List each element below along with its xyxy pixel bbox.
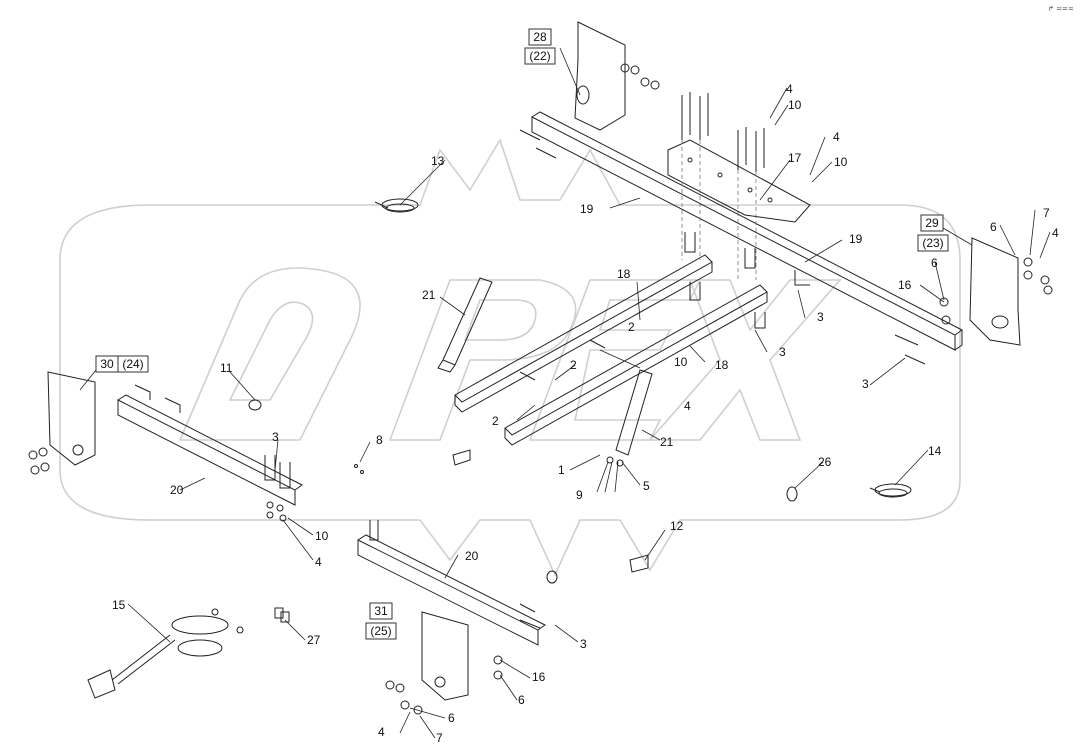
u-bolts (134, 129, 926, 629)
label-13: 13 (431, 154, 445, 168)
label-6-right-b: 6 (931, 256, 938, 270)
plate-31 (421, 611, 469, 701)
bracket-21-left (437, 277, 493, 373)
label-26: 26 (818, 455, 832, 469)
boxed-label-29: 29 (23) (917, 214, 949, 252)
hardware-washers (28, 63, 1053, 715)
boxed-label-28: 28 (22) (524, 28, 556, 65)
label-18-top: 18 (617, 267, 631, 281)
label-16-right: 16 (898, 278, 912, 292)
boxed-label-30: 30 (24) (95, 355, 149, 373)
cable-13 (374, 198, 419, 213)
label-28: 28 (533, 30, 547, 44)
bolts-group (681, 92, 765, 280)
label-10-mid: 10 (834, 155, 848, 169)
label-15: 15 (112, 598, 126, 612)
label-4-mid: 4 (833, 130, 840, 144)
ring-bottom (546, 570, 558, 584)
label-25: (25) (370, 624, 391, 638)
label-7-bottom: 7 (436, 731, 443, 745)
label-29: 29 (925, 216, 939, 230)
label-22: (22) (529, 49, 550, 63)
mounting-plate-17 (667, 139, 811, 223)
label-27: 27 (307, 633, 321, 647)
label-23: (23) (922, 236, 943, 250)
cable-14 (869, 483, 912, 498)
crossbar-18-a (454, 254, 713, 413)
label-18-bottom: 18 (715, 358, 729, 372)
part-27-a (274, 607, 284, 619)
ring-26 (786, 486, 798, 502)
label-30: 30 (100, 357, 114, 371)
label-6-right: 6 (990, 220, 997, 234)
leader-lines (79, 47, 1051, 739)
label-4-top: 4 (786, 82, 793, 96)
label-8: 8 (376, 433, 383, 447)
label-9: 9 (576, 488, 583, 502)
label-21-right: 21 (660, 435, 674, 449)
label-3-mid: 3 (779, 345, 786, 359)
label-20-left: 20 (170, 483, 184, 497)
label-11: 11 (220, 361, 233, 375)
label-4-bottom: 4 (378, 725, 385, 739)
crossbar-20-bottom (357, 534, 546, 646)
cable-15 (87, 608, 244, 699)
label-4-right: 4 (1052, 226, 1059, 240)
label-31: 31 (374, 604, 388, 618)
label-19-right: 19 (849, 232, 863, 246)
label-24: (24) (122, 357, 143, 371)
watermark (59, 138, 961, 577)
label-5: 5 (643, 479, 650, 493)
part-8-a (354, 464, 358, 468)
label-3-left: 3 (272, 430, 279, 444)
plate-30 (47, 371, 96, 466)
label-6-bottom: 6 (518, 693, 525, 707)
label-20-bottom: 20 (465, 549, 479, 563)
bracket-21-right (615, 369, 653, 456)
boxed-label-31: 31 (25) (365, 602, 397, 640)
plate-28 (574, 21, 626, 131)
label-16-bottom: 16 (532, 670, 546, 684)
label-4-left: 4 (315, 555, 322, 569)
label-14: 14 (928, 444, 942, 458)
part-8-b (360, 470, 364, 474)
corner-mark: ↱ === (1048, 5, 1074, 13)
label-3-upper: 3 (817, 310, 824, 324)
plate-29 (969, 237, 1021, 346)
callout-labels: 13 19 17 4 10 4 10 19 6 7 4 6 16 3 3 3 1… (112, 82, 1059, 745)
label-10-left: 10 (315, 529, 329, 543)
crossbar-19 (531, 111, 963, 351)
label-2-left: 2 (492, 414, 499, 428)
label-3-bottom: 3 (580, 637, 587, 651)
label-10-top: 10 (788, 98, 802, 112)
label-3-right: 3 (862, 377, 869, 391)
decal-12 (629, 554, 649, 573)
label-19-top: 19 (580, 202, 594, 216)
label-2-top: 2 (628, 320, 635, 334)
crossbar-20-left (117, 394, 303, 506)
label-7-right: 7 (1043, 206, 1050, 220)
label-17: 17 (788, 151, 802, 165)
grommet-11 (248, 399, 262, 411)
label-21-left: 21 (422, 288, 436, 302)
small-parts (248, 399, 798, 623)
crossbar-18-b (504, 284, 768, 446)
label-4-center: 4 (684, 399, 691, 413)
label-12: 12 (670, 519, 684, 533)
decal-square (452, 449, 471, 466)
label-6-bottom-b: 6 (448, 711, 455, 725)
label-1: 1 (558, 463, 565, 477)
label-10-center: 10 (674, 355, 688, 369)
part-27-b (280, 611, 290, 623)
label-2-mid: 2 (570, 358, 577, 372)
